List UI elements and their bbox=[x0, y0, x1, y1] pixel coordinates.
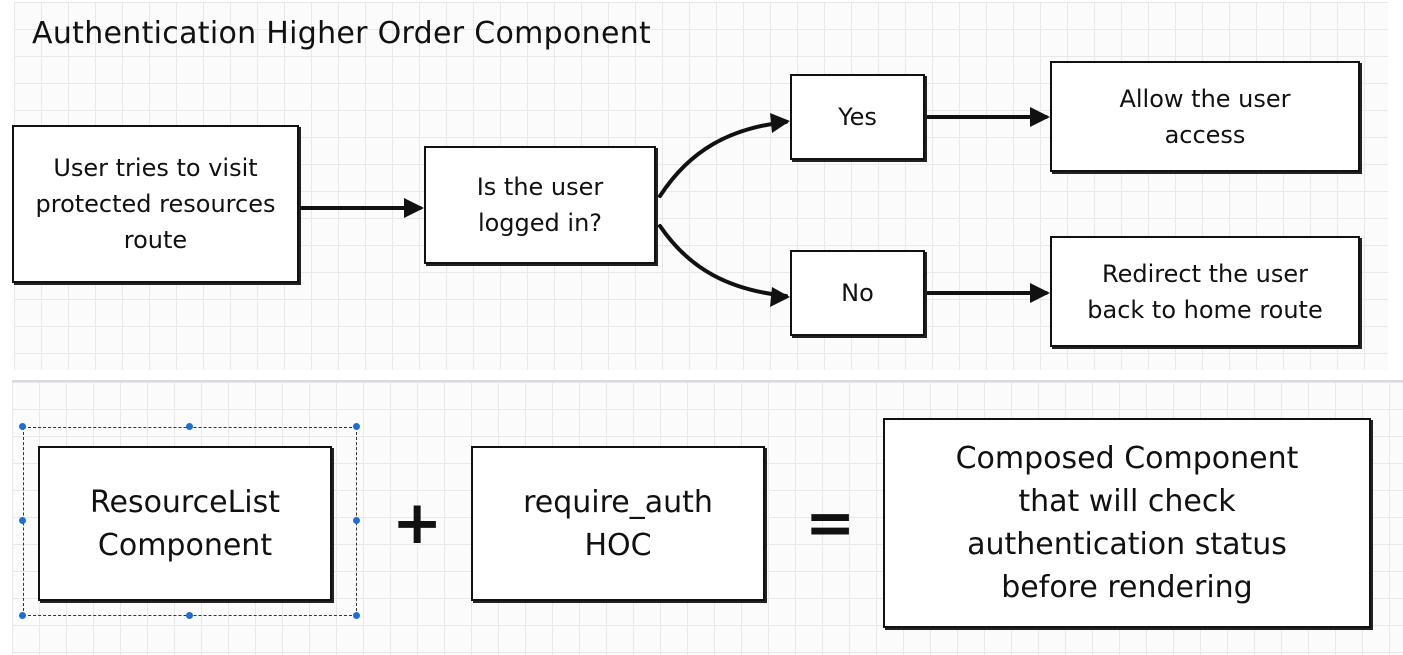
decision-node-label: Is the user logged in? bbox=[476, 173, 604, 237]
resourcelist-line-1: ResourceList bbox=[89, 484, 281, 520]
arrowhead-yes-to-allow bbox=[1030, 107, 1050, 127]
arrow-decision-to-yes bbox=[658, 120, 788, 198]
require-auth-hoc-box: require_auth HOC bbox=[471, 446, 765, 601]
plus-operator: + bbox=[392, 488, 443, 558]
hoc-line-1: require_auth bbox=[523, 484, 713, 520]
redirect-node: Redirect the user back to home route bbox=[1050, 236, 1360, 347]
no-node-label: No bbox=[841, 279, 874, 307]
allow-access-label: Allow the user access bbox=[1119, 84, 1291, 149]
selection-handle-top-left[interactable] bbox=[19, 423, 26, 430]
diagram-title: Authentication Higher Order Component bbox=[32, 16, 652, 51]
arrowhead-start-to-decision bbox=[404, 198, 424, 218]
start-node: User tries to visit protected resources … bbox=[12, 125, 299, 283]
selection-handle-bottom-middle[interactable] bbox=[186, 612, 193, 619]
selection-handle-middle-right[interactable] bbox=[353, 517, 360, 524]
resourcelist-component-box[interactable]: ResourceList Component bbox=[38, 446, 332, 601]
no-node: No bbox=[790, 250, 925, 336]
selection-handle-bottom-left[interactable] bbox=[19, 612, 26, 619]
selection-handle-middle-left[interactable] bbox=[19, 517, 26, 524]
selection-handle-top-middle[interactable] bbox=[186, 423, 193, 430]
decision-node: Is the user logged in? bbox=[424, 146, 656, 264]
allow-access-node: Allow the user access bbox=[1050, 61, 1360, 172]
resize-handle-icon[interactable] bbox=[353, 612, 360, 619]
yes-node: Yes bbox=[790, 74, 925, 160]
arrowhead-decision-to-yes bbox=[770, 113, 790, 133]
composed-line-1: Composed Component bbox=[955, 441, 1299, 476]
start-node-label: User tries to visit protected resources … bbox=[35, 154, 276, 254]
arrowhead-decision-to-no bbox=[770, 287, 790, 307]
selection-handle-top-right[interactable] bbox=[353, 423, 360, 430]
yes-node-label: Yes bbox=[838, 103, 877, 131]
composed-line-2: that will check bbox=[1018, 484, 1236, 519]
redirect-label: Redirect the user back to home route bbox=[1087, 259, 1323, 324]
resourcelist-line-2: Component bbox=[97, 527, 273, 563]
arrow-decision-to-no bbox=[658, 224, 788, 298]
composed-line-4: before rendering bbox=[1001, 570, 1253, 605]
composed-component-box: Composed Component that will check authe… bbox=[883, 418, 1371, 628]
equals-operator: = bbox=[805, 488, 856, 558]
hoc-line-2: HOC bbox=[584, 527, 652, 563]
arrowhead-no-to-redirect bbox=[1030, 283, 1050, 303]
composed-line-3: authentication status bbox=[967, 527, 1287, 562]
